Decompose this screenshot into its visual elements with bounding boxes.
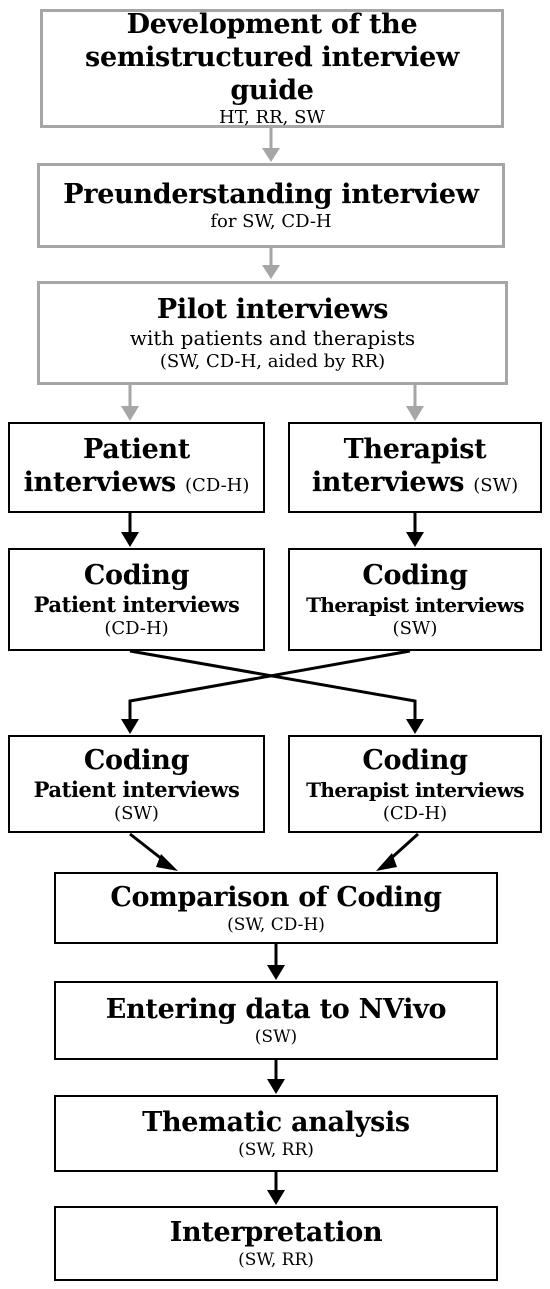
coding-therapist-1-who: (SW) xyxy=(392,618,438,639)
nvivo-title: Entering data to NVivo xyxy=(105,994,447,1025)
grey-arrow-pilot-to-therapist xyxy=(406,384,424,421)
comparison-title: Comparison of Coding xyxy=(110,881,442,913)
coding-therapist-box-2: Coding Therapist interviews (CD-H) xyxy=(288,735,542,833)
patient-interviews-title1: Patient xyxy=(83,434,190,465)
grey-arrow-pilot-to-patient xyxy=(121,384,139,421)
coding-therapist-2-subtitle: Therapist interviews xyxy=(306,777,524,802)
thematic-who: (SW, RR) xyxy=(238,1140,314,1160)
black-arrow-thematic-to-interpretation xyxy=(267,1171,285,1205)
preunderstanding-title: Preunderstanding interview xyxy=(63,179,479,210)
patient-interviews-title2-row: interviews (CD-H) xyxy=(24,466,250,502)
black-arrow-cross-1 xyxy=(129,649,424,734)
black-arrow-comparison-to-nvivo xyxy=(267,943,285,980)
pilot-sub1: with patients and therapists xyxy=(129,326,416,350)
black-arrow-coding-therapist-to-comparison xyxy=(376,832,420,871)
patient-interviews-who: (CD-H) xyxy=(185,475,250,496)
interpretation-box: Interpretation (SW, RR) xyxy=(54,1206,498,1281)
therapist-interviews-title2-row: interviews (SW) xyxy=(312,466,518,502)
pilot-title: Pilot interviews xyxy=(156,294,389,325)
comparison-who: (SW, CD-H) xyxy=(227,914,325,935)
development-title-line1: Development of the xyxy=(126,9,418,40)
patient-interviews-title2: interviews xyxy=(23,467,186,498)
interpretation-who: (SW, RR) xyxy=(238,1250,314,1270)
preunderstanding-box: Preunderstanding interview for SW, CD-H xyxy=(37,163,505,248)
thematic-title: Thematic analysis xyxy=(142,1107,410,1138)
nvivo-who: (SW) xyxy=(254,1027,298,1047)
development-title-line2: semistructured interview guide xyxy=(85,42,459,106)
coding-patient-box-1: Coding Patient interviews (CD-H) xyxy=(8,548,265,651)
coding-patient-1-who: (CD-H) xyxy=(104,618,169,639)
therapist-interviews-title2: interviews xyxy=(311,467,474,498)
grey-arrow-dev-to-pre xyxy=(262,126,280,162)
therapist-interviews-who: (SW) xyxy=(473,475,519,496)
interpretation-title: Interpretation xyxy=(169,1217,383,1248)
coding-therapist-2-title: Coding xyxy=(362,744,468,776)
therapist-interviews-title1: Therapist xyxy=(343,434,487,465)
black-arrow-therapist-to-coding xyxy=(406,512,424,547)
coding-therapist-box-1: Coding Therapist interviews (SW) xyxy=(288,548,542,651)
nvivo-box: Entering data to NVivo (SW) xyxy=(54,981,498,1060)
coding-therapist-1-subtitle: Therapist interviews xyxy=(306,593,524,617)
coding-therapist-1-title: Coding xyxy=(362,560,468,591)
grey-arrow-pre-to-pilot xyxy=(262,247,280,279)
coding-therapist-2-who: (CD-H) xyxy=(382,802,448,824)
coding-patient-2-subtitle: Patient interviews xyxy=(33,776,240,802)
coding-patient-box-2: Coding Patient interviews (SW) xyxy=(8,735,265,833)
coding-patient-1-title: Coding xyxy=(83,560,190,591)
development-authors: HT, RR, SW xyxy=(219,107,325,128)
therapist-interviews-box: Therapist interviews (SW) xyxy=(288,422,542,513)
comparison-box: Comparison of Coding (SW, CD-H) xyxy=(54,872,498,944)
black-arrow-coding-patient-to-comparison xyxy=(129,832,178,871)
thematic-box: Thematic analysis (SW, RR) xyxy=(54,1095,498,1172)
coding-patient-2-title: Coding xyxy=(83,744,190,776)
black-arrow-patient-to-coding xyxy=(121,512,139,547)
black-arrow-cross-2 xyxy=(121,649,411,734)
black-arrow-nvivo-to-thematic xyxy=(267,1059,285,1094)
pilot-box: Pilot interviews with patients and thera… xyxy=(37,281,508,385)
patient-interviews-box: Patient interviews (CD-H) xyxy=(8,422,265,513)
development-box: Development of the semistructured interv… xyxy=(40,9,504,128)
coding-patient-1-subtitle: Patient interviews xyxy=(33,592,240,617)
preunderstanding-sub: for SW, CD-H xyxy=(210,211,332,232)
pilot-sub2: (SW, CD-H, aided by RR) xyxy=(159,351,386,372)
coding-patient-2-who: (SW) xyxy=(114,802,159,824)
